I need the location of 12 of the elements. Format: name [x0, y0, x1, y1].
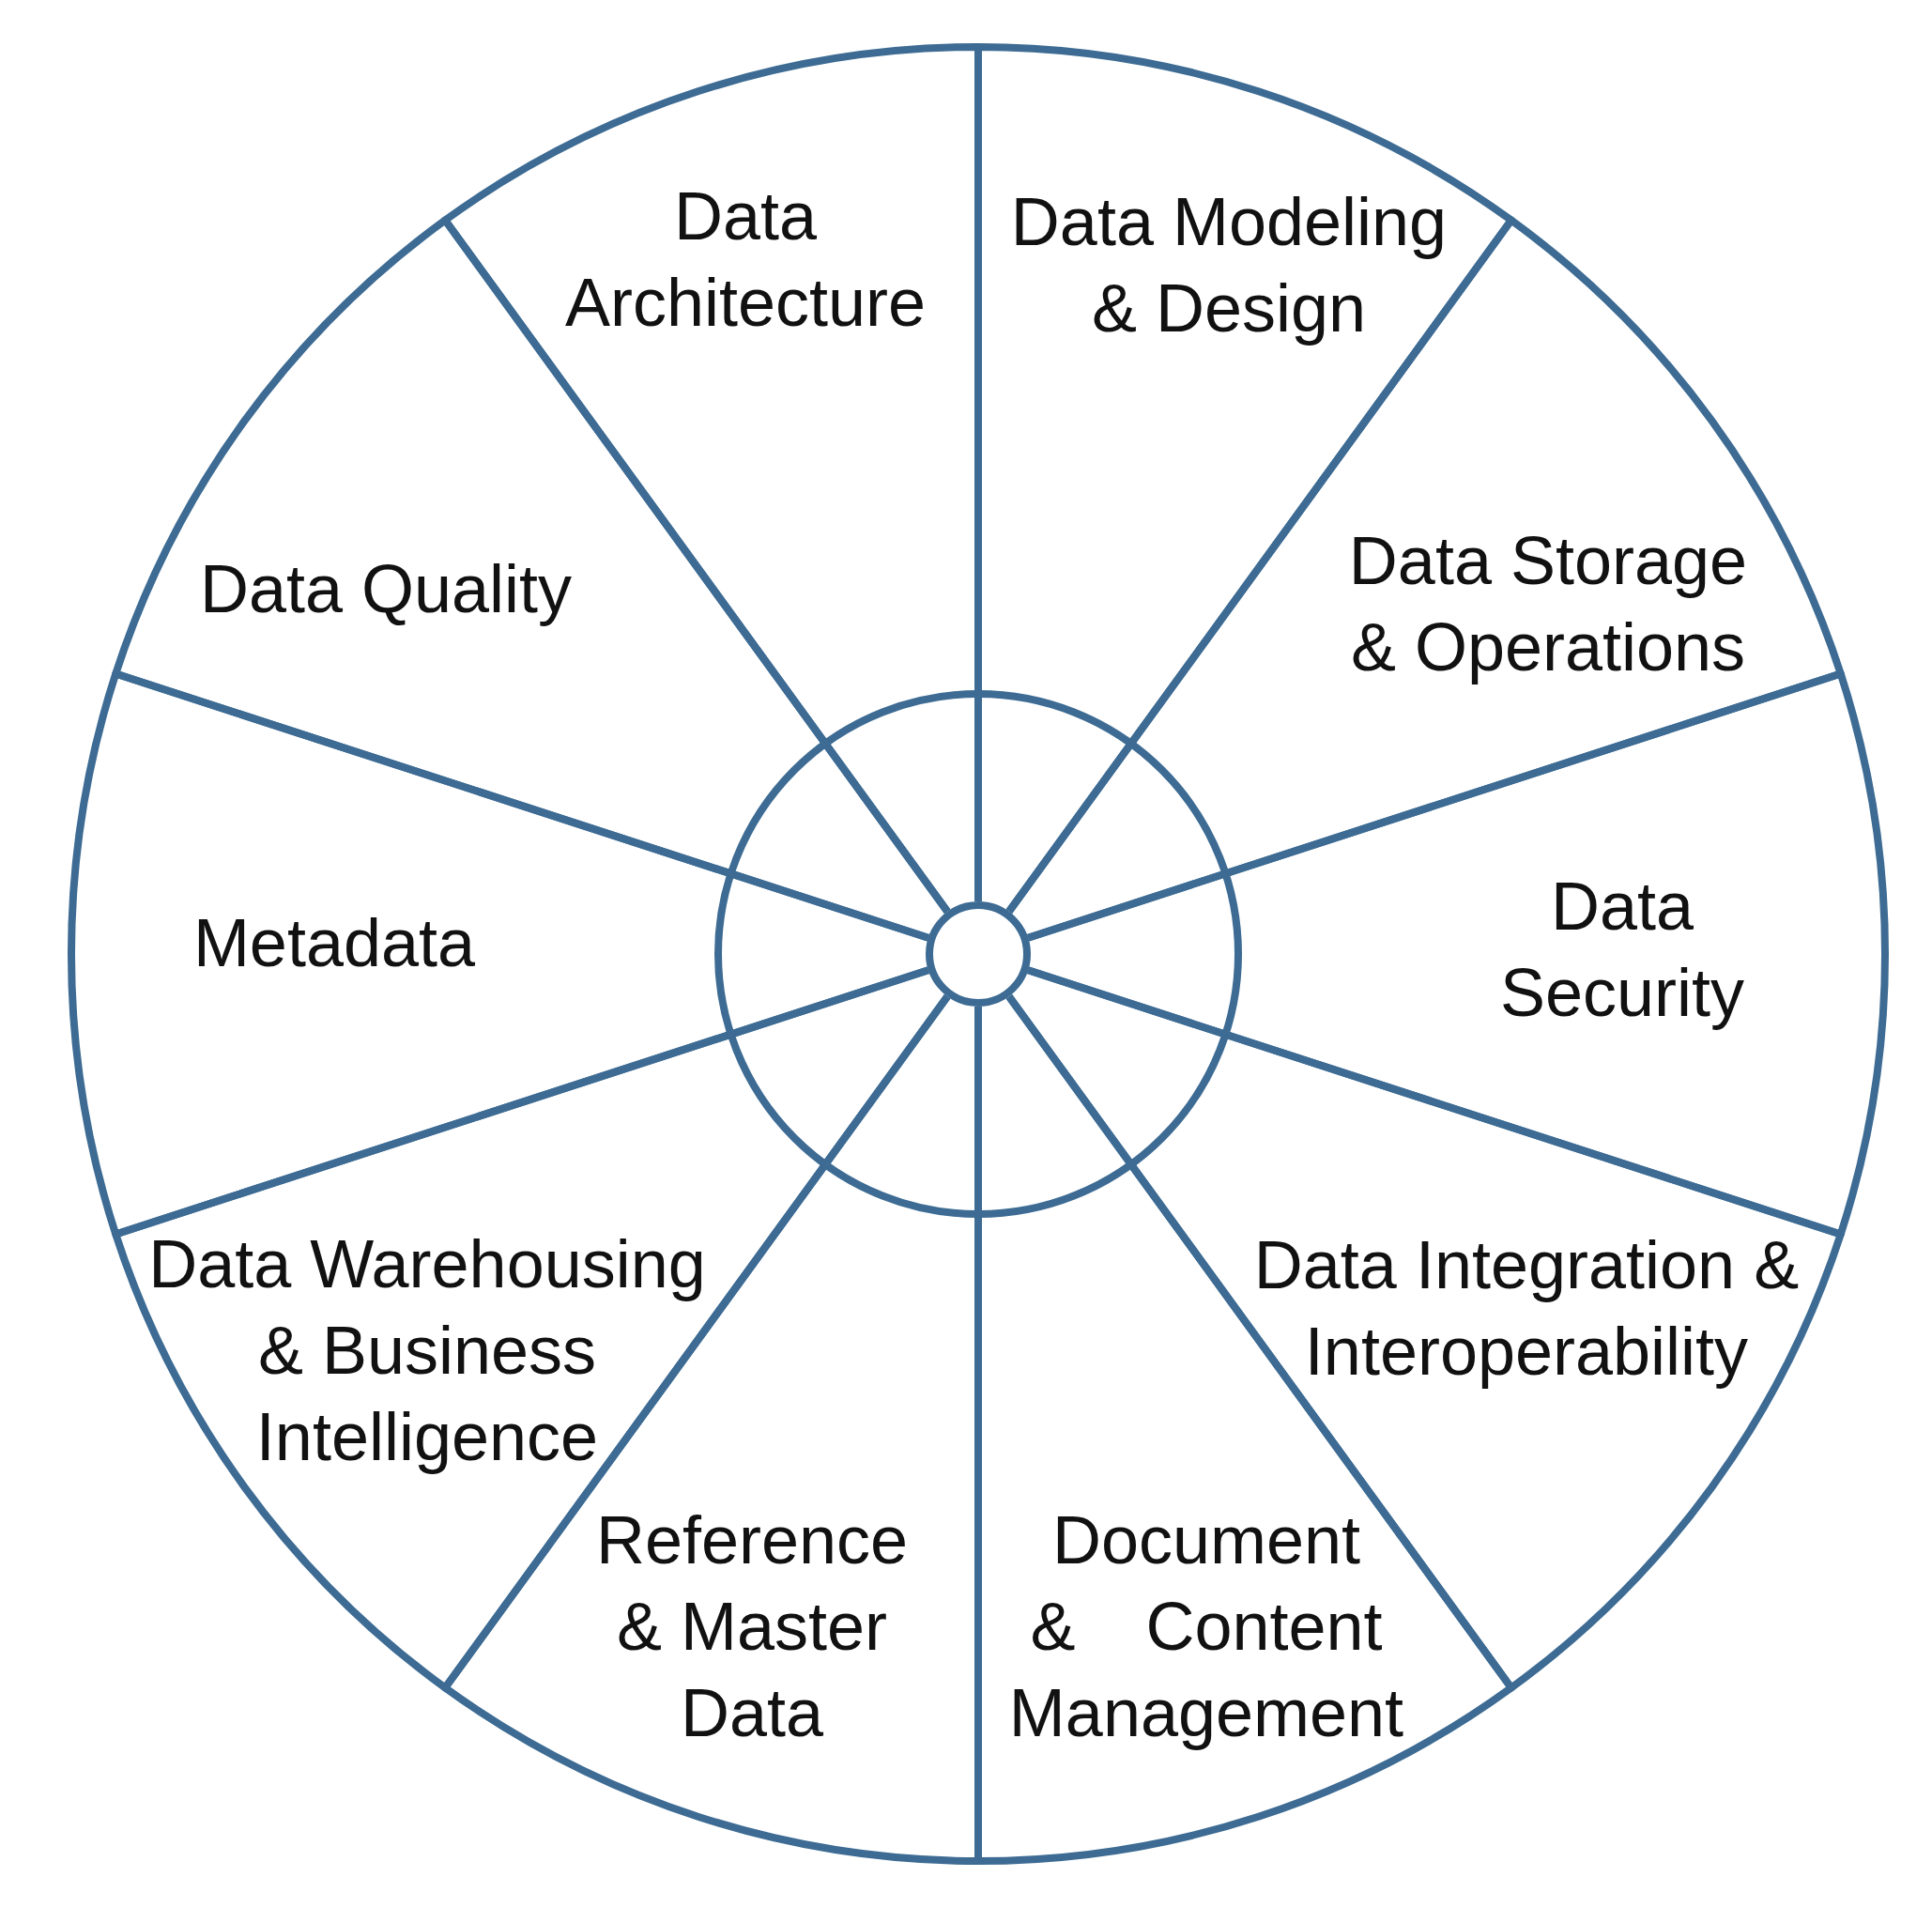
hub-circle	[925, 900, 1032, 1008]
segment-label: Data Quality	[198, 550, 574, 628]
segment-label: Data Integration & Interoperability	[1252, 1226, 1801, 1391]
inner-circle	[713, 689, 1243, 1219]
segment-label: Data Storage & Operations	[1347, 522, 1749, 686]
segment-label: Data Warehousing & Business Intelligence	[147, 1225, 707, 1476]
segment-label: Data Modeling & Design	[1009, 183, 1449, 347]
segment-label: Reference & Master Data	[594, 1501, 910, 1752]
segment-label: Metadata	[192, 904, 477, 982]
segment-label: Data Security	[1498, 868, 1746, 1032]
segment-label: Document & Content Management	[1007, 1501, 1405, 1752]
segment-label: Data Architecture	[563, 177, 928, 342]
